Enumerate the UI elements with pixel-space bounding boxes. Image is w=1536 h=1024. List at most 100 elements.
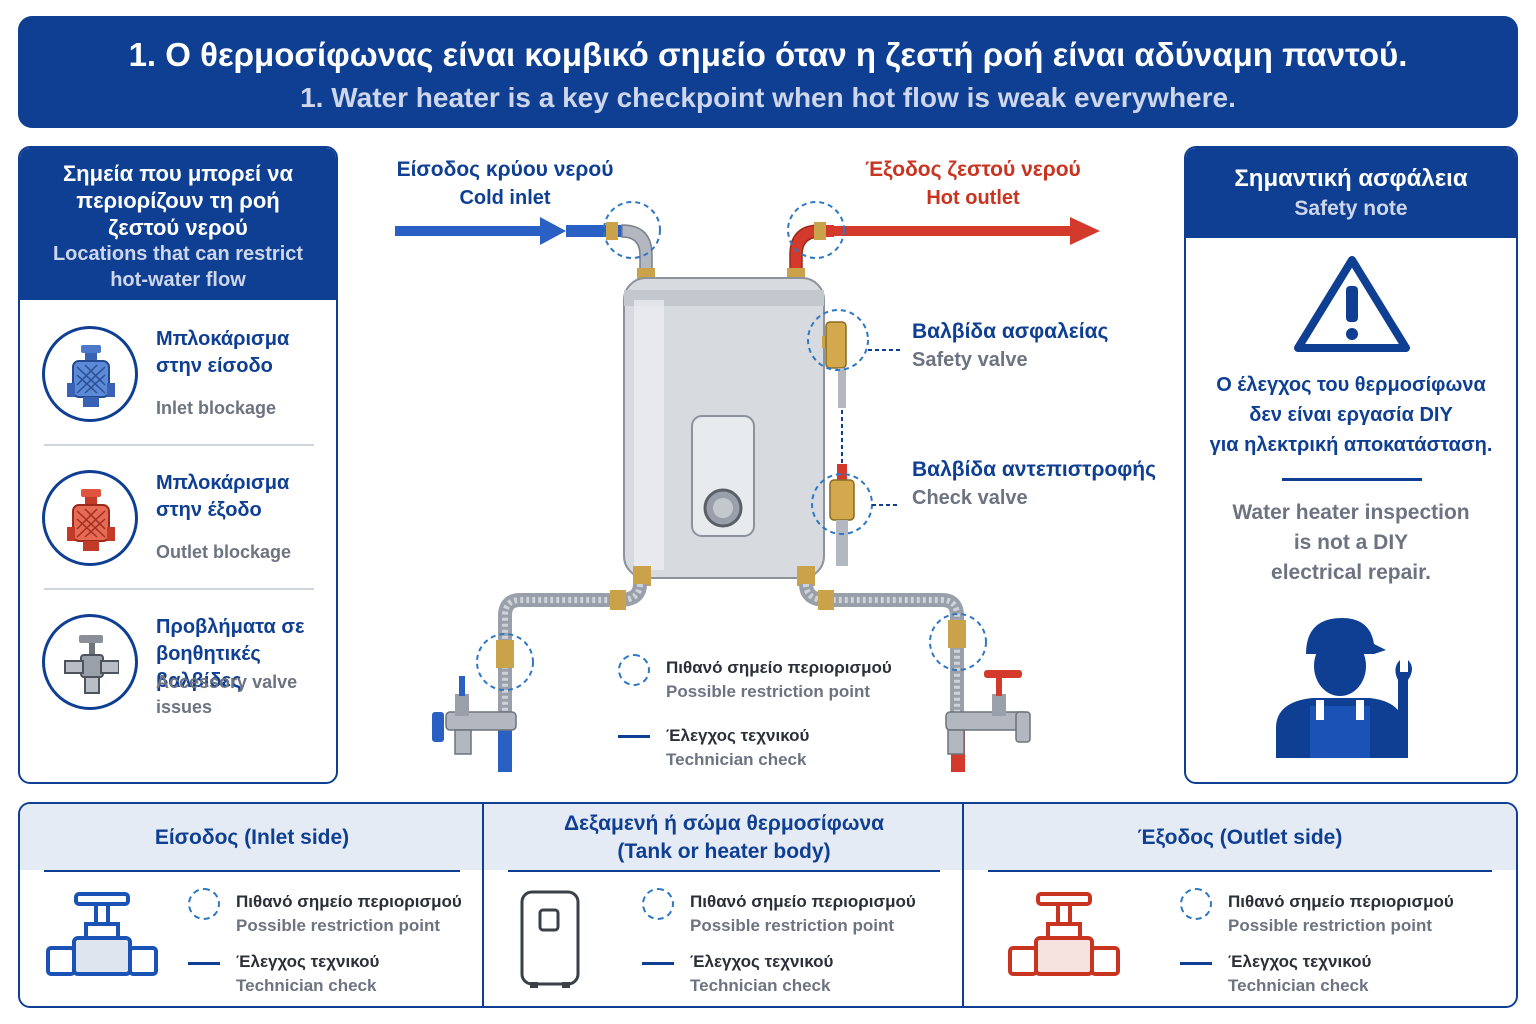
summary-column-tank-title: Δεξαμενή ή σώμα θερμοσίφωνα (Tank or hea… — [484, 804, 964, 870]
restriction-marker-inlet — [603, 201, 661, 259]
hot-supply-pipe — [797, 566, 1031, 772]
location-item-outlet-greek: Μπλοκάρισμα στην έξοδο — [156, 472, 290, 521]
restriction-locations-title-english: Locations that can restrict hot-water fl… — [52, 243, 304, 291]
restriction-legend-icon — [1180, 888, 1212, 920]
check-valve-label: Βαλβίδα αντεπιστροφής Check valve — [912, 456, 1156, 512]
summary-inlet-technician-greek: Έλεγχος τεχνικού — [236, 952, 380, 971]
summary-tank-restriction-greek: Πιθανό σημείο περιορισμού — [690, 892, 916, 911]
summary-inlet-technician-english: Technician check — [236, 976, 377, 995]
safety-note-title-greek: Σημαντική ασφάλεια — [1234, 165, 1468, 192]
warning-triangle-icon — [1294, 256, 1410, 352]
summary-tank-technician-english: Technician check — [690, 976, 831, 995]
technician-legend-english: Technician check — [666, 750, 807, 769]
location-item-outlet-english: Outlet blockage — [156, 542, 292, 562]
blue-valve-icon — [46, 892, 158, 976]
summary-column-outlet-title: Έξοδος (Outlet side) — [964, 804, 1516, 870]
safety-note-text-english: Water heater inspection is not a DIY ele… — [1186, 498, 1516, 588]
summary-column-inlet: Είσοδος (Inlet side) Πιθανό σημείο περιο… — [20, 804, 484, 1006]
safety-note-text-greek: Ο έλεγχος του θερμοσίφωνα δεν είναι εργα… — [1186, 370, 1516, 460]
summary-tank-technician: Έλεγχος τεχνικού Technician check — [690, 950, 833, 998]
water-heater-diagram — [395, 201, 1100, 772]
summary-column-inlet-title: Είσοδος (Inlet side) — [20, 804, 484, 870]
technician-legend-greek: Έλεγχος τεχνικού — [666, 726, 810, 745]
location-item-accessory: Προβλήματα σε βοηθητικές βαλβίδες Access… — [42, 614, 316, 744]
hot-outlet-label: Έξοδος ζεστού νερού Hot outlet — [840, 156, 1106, 212]
divider — [44, 588, 314, 590]
summary-outlet-technician: Έλεγχος τεχνικού Technician check — [1228, 950, 1371, 998]
cold-inlet-label-greek: Είσοδος κρύου νερού — [396, 158, 614, 181]
technician-legend-icon — [1180, 962, 1212, 965]
cold-inlet-arrow — [395, 217, 566, 245]
tank-icon — [520, 890, 580, 988]
summary-outlet-restriction-english: Possible restriction point — [1228, 916, 1433, 935]
restriction-marker-outlet — [787, 201, 845, 259]
restriction-legend-english: Possible restriction point — [666, 682, 871, 701]
red-valve-icon — [1008, 892, 1120, 976]
safety-valve-label-greek: Βαλβίδα ασφαλείας — [912, 320, 1109, 343]
safety-note-english-line-1: Water heater inspection — [1232, 501, 1470, 524]
technician-legend-icon — [642, 962, 674, 965]
summary-column-divider-line — [44, 870, 460, 872]
safety-note-greek-line-1: Ο έλεγχος του θερμοσίφωνα — [1216, 374, 1486, 396]
summary-inlet-restriction-greek: Πιθανό σημείο περιορισμού — [236, 892, 462, 911]
summary-outlet-technician-english: Technician check — [1228, 976, 1369, 995]
summary-inlet-restriction: Πιθανό σημείο περιορισμού Possible restr… — [236, 890, 462, 938]
page-title-english: 1. Water heater is a key checkpoint when… — [300, 82, 1236, 113]
summary-tank-restriction-english: Possible restriction point — [690, 916, 895, 935]
check-valve-label-greek: Βαλβίδα αντεπιστροφής — [912, 458, 1157, 481]
summary-column-divider-line — [508, 870, 940, 872]
restriction-legend-icon — [642, 888, 674, 920]
water-heater-tank — [623, 277, 825, 579]
blue-filter-valve-icon — [42, 326, 138, 422]
summary-inlet-technician: Έλεγχος τεχνικού Technician check — [236, 950, 379, 998]
technician-with-wrench-icon — [1276, 618, 1412, 758]
summary-outlet-restriction-greek: Πιθανό σημείο περιορισμού — [1228, 892, 1454, 911]
restriction-locations-title-greek: Σημεία που μπορεί να περιορίζουν τη ροή … — [62, 161, 294, 240]
hot-outlet-label-greek: Έξοδος ζεστού νερού — [865, 158, 1081, 181]
restriction-legend-greek: Πιθανό σημείο περιορισμού — [666, 658, 892, 677]
technician-legend-icon — [188, 962, 220, 965]
location-item-inlet-greek: Μπλοκάρισμα στην είσοδο — [156, 328, 290, 377]
safety-note-english-line-3: electrical repair. — [1271, 561, 1431, 584]
restriction-summary-table: Είσοδος (Inlet side) Πιθανό σημείο περιο… — [18, 802, 1518, 1008]
technician-legend-icon — [618, 735, 650, 738]
safety-note-greek-line-3: για ηλεκτρική αποκατάσταση. — [1209, 434, 1493, 456]
location-item-inlet: Μπλοκάρισμα στην είσοδο Inlet blockage — [42, 326, 316, 456]
cold-supply-pipe — [432, 566, 651, 772]
restriction-locations-panel: Σημεία που μπορεί να περιορίζουν τη ροή … — [18, 146, 338, 784]
page-title-greek: 1. Ο θερμοσίφωνας είναι κομβικό σημείο ό… — [128, 36, 1408, 73]
safety-valve-label-english: Safety valve — [912, 349, 1028, 371]
restriction-legend-icon — [188, 888, 220, 920]
summary-column-tank-title-english: (Tank or heater body) — [617, 840, 831, 863]
location-item-accessory-english: Accessory valve issues — [156, 672, 298, 717]
location-item-inlet-english: Inlet blockage — [156, 398, 277, 418]
cold-inlet-label: Είσοδος κρύου νερού Cold inlet — [380, 156, 630, 212]
restriction-legend-icon — [618, 654, 650, 686]
check-valve — [811, 464, 900, 566]
red-filter-valve-icon — [42, 470, 138, 566]
safety-note-title-english: Safety note — [1294, 197, 1408, 220]
safety-valve — [807, 309, 900, 408]
safety-valve-label: Βαλβίδα ασφαλείας Safety valve — [912, 318, 1108, 374]
technician-legend: Έλεγχος τεχνικού Technician check — [666, 724, 809, 772]
hot-outlet-arrow — [830, 217, 1100, 245]
hot-outlet-label-english: Hot outlet — [926, 187, 1020, 209]
location-item-outlet: Μπλοκάρισμα στην έξοδο Outlet blockage — [42, 470, 316, 600]
summary-column-separator — [482, 804, 484, 1006]
hot-outlet-pipe — [787, 222, 834, 282]
safety-note-panel: Σημαντική ασφάλεια Safety note Ο έλεγχος… — [1184, 146, 1518, 784]
safety-note-greek-line-2: δεν είναι εργασία DIY — [1249, 404, 1453, 426]
summary-column-separator — [962, 804, 964, 1006]
check-valve-label-english: Check valve — [912, 487, 1028, 509]
location-item-accessory-greek: Προβλήματα σε βοηθητικές βαλβίδες — [156, 616, 305, 692]
summary-column-tank: Δεξαμενή ή σώμα θερμοσίφωνα (Tank or hea… — [484, 804, 964, 1006]
summary-tank-technician-greek: Έλεγχος τεχνικού — [690, 952, 834, 971]
summary-tank-restriction: Πιθανό σημείο περιορισμού Possible restr… — [690, 890, 916, 938]
summary-outlet-restriction: Πιθανό σημείο περιορισμού Possible restr… — [1228, 890, 1454, 938]
restriction-locations-header: Σημεία που μπορεί να περιορίζουν τη ροή … — [20, 148, 336, 300]
summary-column-tank-title-greek: Δεξαμενή ή σώμα θερμοσίφωνα — [563, 812, 885, 835]
divider — [44, 444, 314, 446]
restriction-legend: Πιθανό σημείο περιορισμού Possible restr… — [666, 656, 892, 704]
page-header: 1. Ο θερμοσίφωνας είναι κομβικό σημείο ό… — [18, 16, 1518, 128]
safety-note-divider — [1282, 478, 1422, 481]
